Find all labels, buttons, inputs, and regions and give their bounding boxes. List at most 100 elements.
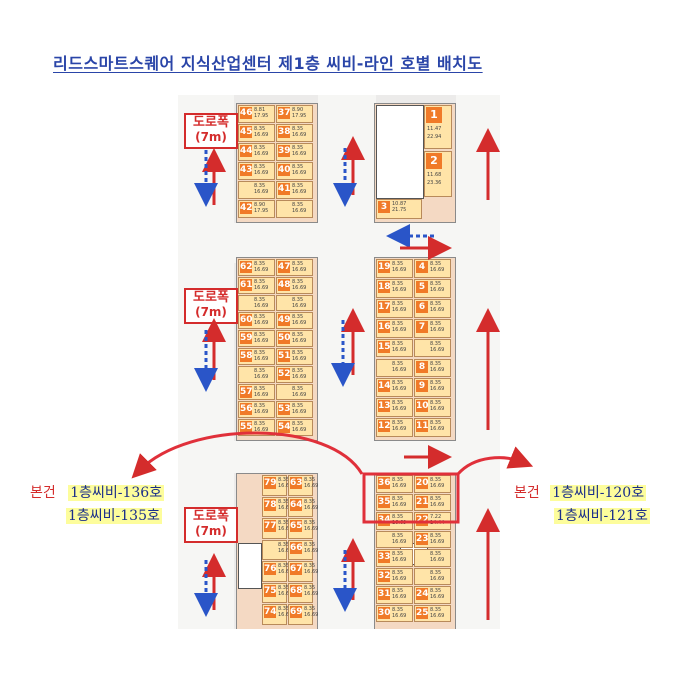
unit-area: 8.35 [278, 563, 290, 569]
unit-area: 8.35 [278, 541, 290, 548]
unit-number: 53 [278, 403, 291, 416]
unit-number: 4 [416, 261, 428, 273]
unit-area-total: 16.69 [278, 547, 293, 554]
unit-number: 32 [378, 569, 391, 582]
unit-area: 8.90 [254, 202, 266, 208]
unit-area-total: 16.69 [254, 356, 269, 362]
unit-area-total: 14.44 [430, 520, 445, 526]
unit-area-total: 16.69 [304, 504, 319, 511]
unit-area: 8.35 [392, 300, 404, 307]
unit-number: 63 [290, 477, 303, 489]
unit-area: 8.35 [254, 261, 266, 267]
unit-area-total: 16.69 [254, 338, 269, 345]
unit-number: 76 [264, 563, 277, 575]
road-width-sign-top: 도로폭 (7m) [184, 113, 238, 149]
road-sign-width: (7m) [195, 130, 227, 144]
unit-area-total: 16.69 [254, 409, 269, 416]
road-sign-width: (7m) [195, 524, 227, 538]
unit-number: 14 [378, 380, 391, 393]
unit-area-total: 16.69 [430, 386, 445, 393]
unit-area: 8.35 [304, 477, 316, 483]
unit-area-total: 16.69 [430, 366, 445, 373]
unit-number: 35 [378, 495, 391, 508]
unit-area-total: 16.69 [254, 284, 269, 291]
unit-area: 8.35 [392, 569, 404, 576]
unit-number: 3 [378, 201, 390, 213]
unit-number: 54 [278, 421, 291, 434]
unit-area: 8.35 [392, 261, 404, 267]
right-callout-second: 1층씨비-121호 [554, 505, 650, 525]
unit-area-total: 16.69 [254, 302, 269, 309]
unit-number: 40 [278, 164, 291, 176]
unit-area-total: 16.69 [292, 284, 307, 291]
unit-number: 24 [416, 588, 429, 600]
unit-area-total: 16.69 [392, 406, 407, 413]
unit-area: 8.35 [304, 606, 316, 612]
unit-area: 8.35 [254, 385, 266, 392]
unit-number: 11 [416, 420, 429, 433]
unit-area: 8.35 [430, 606, 442, 613]
unit-area-total: 16.69 [292, 151, 307, 157]
unit-number: 48 [278, 278, 291, 291]
unit-number: 59 [240, 332, 253, 345]
unit-number: 44 [240, 145, 253, 157]
unit-area: 8.81 [254, 107, 266, 113]
unit-area: 8.35 [392, 551, 404, 557]
unit-area: 8.35 [430, 400, 442, 407]
unit-area: 8.35 [254, 126, 266, 132]
unit-area: 8.35 [430, 588, 442, 594]
unit-area-total: 16.69 [254, 320, 269, 327]
unit-area: 8.35 [392, 340, 404, 347]
unit-number: 56 [240, 403, 253, 416]
unit-area: 8.35 [292, 126, 304, 132]
unit-number: 30 [378, 606, 391, 619]
unit-area: 8.35 [392, 532, 404, 539]
unit-area: 8.35 [392, 606, 404, 613]
unit-area-total: 16.69 [430, 483, 445, 489]
unit-area: 8.35 [304, 541, 316, 548]
unit-area-total: 16.69 [392, 267, 407, 273]
unit-area: 8.35 [254, 350, 266, 356]
unit-number: 41 [278, 183, 291, 195]
unit-area: 11.68 [427, 172, 442, 178]
page-title: 리드스마트스퀘어 지식산업센터 제1층 씨비-라인 호별 배치도 [53, 54, 483, 73]
unit-area-total: 16.69 [254, 189, 269, 195]
unit-area: 8.35 [278, 606, 290, 612]
unit-area: 8.35 [430, 420, 442, 427]
unit-area-total: 16.69 [430, 557, 445, 563]
unit-number: 37 [278, 107, 291, 119]
unit-area: 8.35 [278, 584, 290, 591]
unit-number: 7 [416, 320, 428, 333]
unit-area: 8.90 [292, 107, 304, 113]
callout-prefix: 본건 [30, 485, 56, 501]
unit-area-total: 16.69 [304, 590, 319, 597]
road-width-sign-mid: 도로폭 (7m) [184, 288, 238, 324]
unit-number: 33 [378, 551, 391, 563]
unit-area-total: 16.69 [292, 267, 307, 273]
unit-area: 8.35 [254, 278, 266, 285]
unit-area: 8.35 [254, 403, 266, 410]
